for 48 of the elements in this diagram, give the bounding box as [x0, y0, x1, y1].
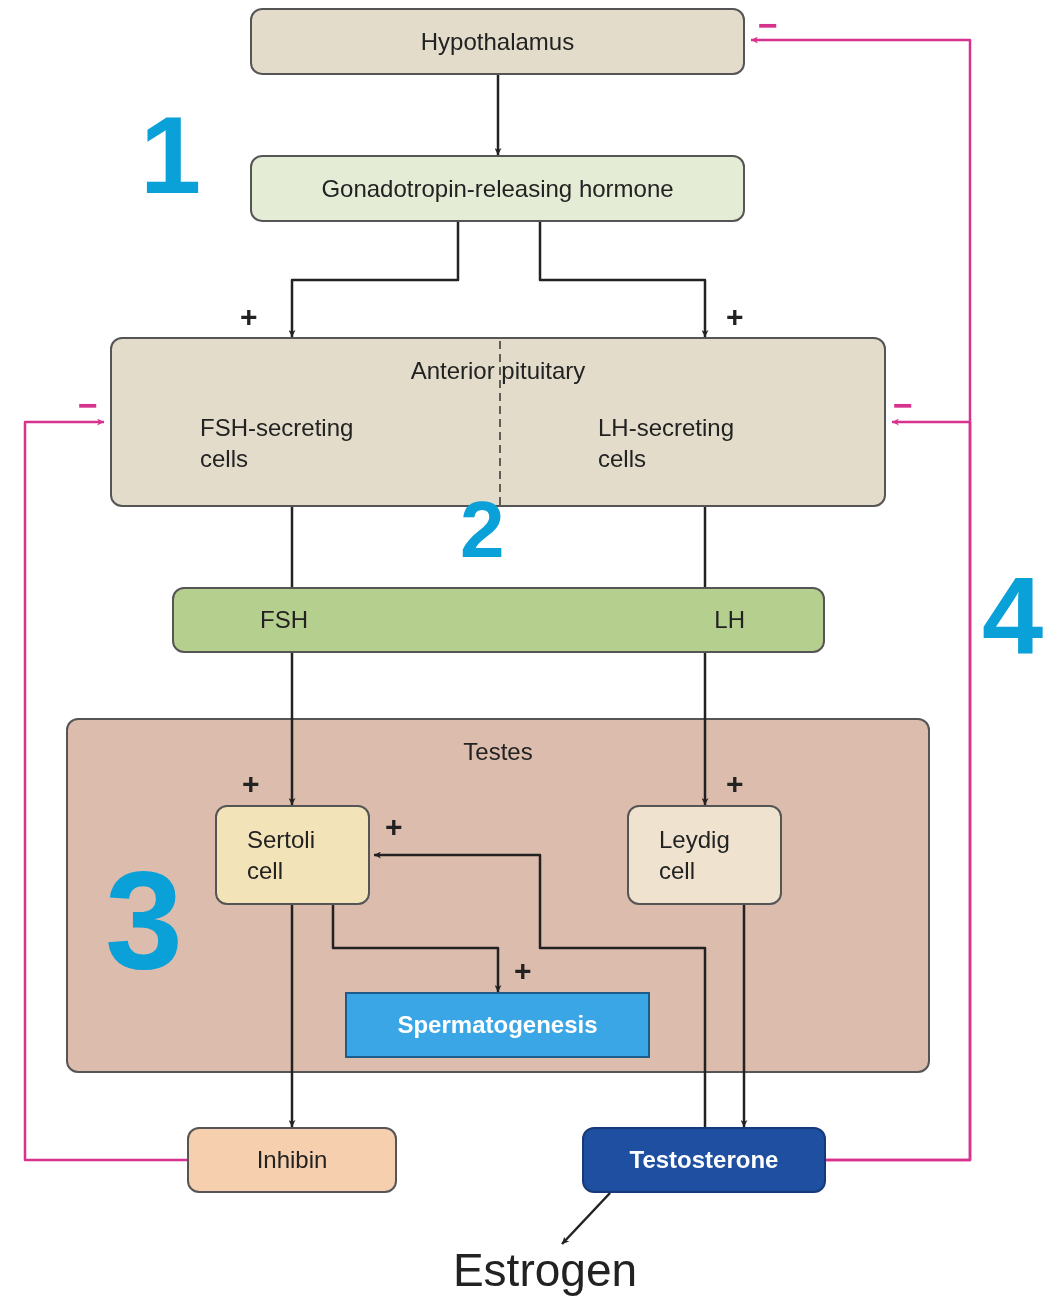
hormone-bar — [172, 587, 825, 653]
node-label: Inhibin — [256, 1145, 328, 1175]
sign-label: − — [758, 5, 778, 46]
node-label: Estrogen — [452, 1242, 638, 1298]
cell-box — [627, 805, 782, 905]
arrow — [288, 653, 296, 805]
hormone-box — [250, 155, 745, 222]
node-label: Hypothalamus — [420, 26, 575, 57]
process-box — [345, 992, 650, 1058]
node-label: Testosterone — [629, 1145, 779, 1175]
step-number: 1 — [140, 100, 202, 210]
hormone-box — [582, 1127, 826, 1193]
cell-box — [215, 805, 370, 905]
arrow — [374, 851, 707, 1127]
arrow — [740, 905, 748, 1127]
organ-box — [66, 718, 930, 1073]
sign-label: + — [242, 766, 260, 802]
sign-label: − — [893, 385, 913, 426]
node-label: Gonadotropin-releasing hormone — [321, 173, 674, 204]
arrow — [494, 75, 502, 155]
hormone-label: LH — [714, 605, 745, 635]
sign-label: + — [240, 299, 258, 335]
node-label: FSH-secreting cells — [200, 413, 355, 474]
arrow — [538, 222, 709, 337]
heading: Testes — [463, 737, 533, 767]
hormone-label: FSH — [260, 605, 308, 635]
arrow — [331, 905, 502, 992]
node-label: Spermatogenesis — [397, 1010, 598, 1040]
arrow — [561, 1192, 611, 1245]
sign-label: + — [514, 953, 532, 989]
arrow — [288, 905, 296, 1127]
sign-label: + — [385, 809, 403, 845]
hormone-box — [187, 1127, 397, 1193]
sign-label: + — [726, 766, 744, 802]
step-number: 2 — [460, 490, 505, 570]
arrow — [751, 36, 972, 1162]
node-label: Leydig cell — [658, 825, 731, 886]
sign-label: − — [78, 385, 98, 426]
arrow — [288, 222, 460, 337]
heading: Anterior pituitary — [410, 356, 586, 386]
process-box — [250, 8, 745, 75]
node-label: LH-secreting cells — [598, 413, 736, 474]
node-label: Sertoli cell — [246, 825, 317, 886]
step-number: 4 — [982, 560, 1044, 670]
arrow — [23, 418, 187, 1162]
arrow — [701, 653, 709, 805]
step-number: 3 — [105, 850, 183, 990]
sign-label: + — [726, 299, 744, 335]
